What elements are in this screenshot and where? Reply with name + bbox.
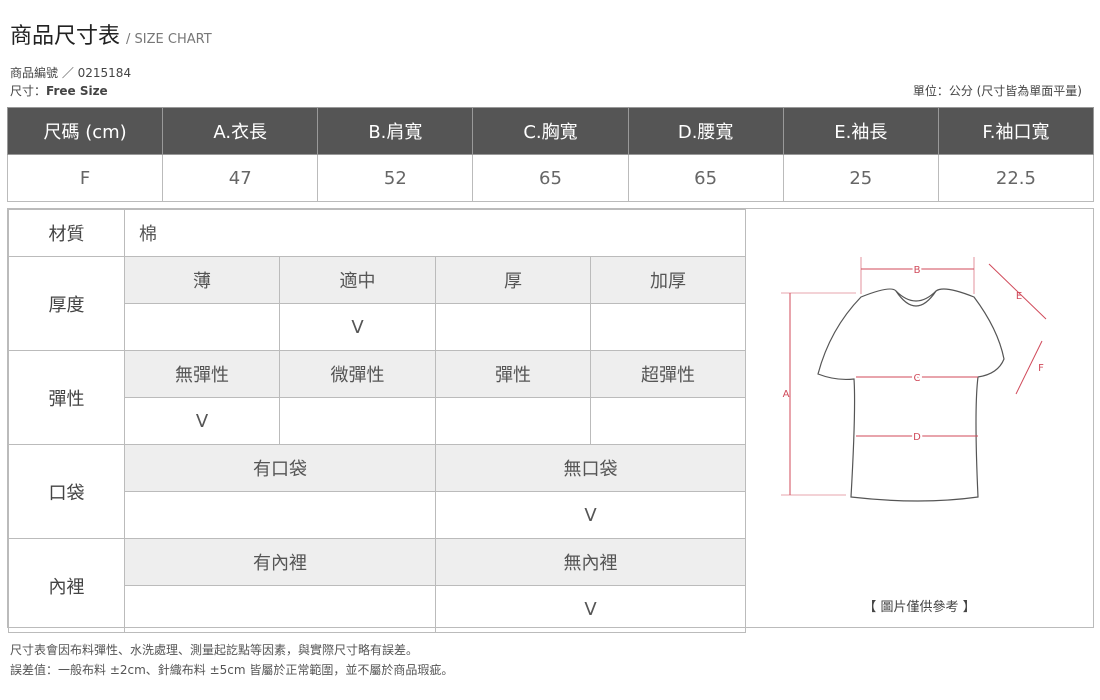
- attributes-table: 材質 棉 厚度 薄 適中 厚 加厚 V 彈性 無彈性 微彈性 彈性 超彈性 V: [8, 209, 746, 633]
- table-cell: 47: [162, 154, 319, 202]
- elasticity-label: 彈性: [8, 350, 125, 445]
- column-header: F.袖口寬: [937, 107, 1095, 155]
- size-table: 尺碼 (cm) A.衣長 B.肩寬 C.胸寬 D.腰寬 E.袖長 F.袖口寬 F…: [6, 107, 1095, 202]
- lining-option: 有內裡: [124, 538, 436, 586]
- elasticity-option: 微彈性: [279, 350, 436, 398]
- thickness-mark: V: [279, 303, 436, 351]
- lining-label: 內裡: [8, 538, 125, 633]
- garment-diagram: A B C D E F: [781, 257, 1047, 502]
- material-label: 材質: [8, 209, 125, 257]
- lining-mark: V: [435, 585, 746, 633]
- pocket-options-row: 口袋 有口袋 無口袋: [8, 444, 746, 539]
- pocket-mark: V: [435, 491, 746, 539]
- measure-labels: A B C D E F: [783, 263, 1045, 445]
- elasticity-mark: V: [124, 397, 280, 445]
- elasticity-mark: [590, 397, 746, 445]
- measure-b-label: B: [914, 265, 921, 276]
- table-cell: 52: [317, 154, 474, 202]
- tshirt-outline-icon: [817, 288, 1005, 502]
- elasticity-mark: [435, 397, 591, 445]
- elasticity-marks-row: V: [9, 397, 746, 445]
- thickness-options-row: 厚度 薄 適中 厚 加厚: [8, 256, 746, 351]
- size-info: 尺寸：Free Size: [10, 82, 108, 100]
- thickness-option: 適中: [279, 256, 436, 304]
- table-cell: 65: [627, 154, 784, 202]
- thickness-label: 厚度: [8, 256, 125, 351]
- lining-option: 無內裡: [435, 538, 746, 586]
- measure-a-label: A: [783, 389, 790, 400]
- thickness-mark: [590, 303, 746, 351]
- header: 商品尺寸表 / SIZE CHART 商品編號 ／ 0215184 尺寸：Fre…: [10, 18, 1082, 100]
- table-cell: 25: [782, 154, 939, 202]
- size-table-header: 尺碼 (cm) A.衣長 B.肩寬 C.胸寬 D.腰寬 E.袖長 F.袖口寬: [6, 107, 1095, 155]
- material-value: 棉: [124, 209, 746, 257]
- footer-note: 尺寸表會因布料彈性、水洗處理、測量起訖點等因素，與實際尺寸略有誤差。: [10, 643, 419, 657]
- page-subtitle: / SIZE CHART: [126, 32, 212, 47]
- thickness-mark: [124, 303, 280, 351]
- lining-marks-row: V: [9, 585, 746, 633]
- thickness-mark: [435, 303, 591, 351]
- measure-d-label: D: [913, 432, 921, 443]
- page-title: 商品尺寸表: [10, 24, 121, 49]
- image-caption: 【 圖片僅供參考 】: [863, 600, 976, 615]
- footer-notes: 尺寸表會因布料彈性、水洗處理、測量起訖點等因素，與實際尺寸略有誤差。 誤差值：一…: [10, 640, 453, 680]
- thickness-option: 薄: [124, 256, 280, 304]
- table-row: F 47 52 65 65 25 22.5: [6, 154, 1095, 202]
- detail-panel: 材質 棉 厚度 薄 適中 厚 加厚 V 彈性 無彈性 微彈性 彈性 超彈性 V: [7, 208, 1094, 633]
- column-header: B.肩寬: [317, 107, 474, 155]
- product-number: 商品編號 ／ 0215184: [10, 66, 132, 80]
- measure-f-label: F: [1038, 363, 1044, 374]
- measure-lines: [781, 257, 1047, 496]
- thickness-option: 加厚: [590, 256, 746, 304]
- table-cell: F: [6, 154, 164, 202]
- lining-mark: [124, 585, 436, 633]
- elasticity-option: 超彈性: [590, 350, 746, 398]
- column-header: A.衣長: [162, 107, 319, 155]
- size-value: Free Size: [46, 84, 108, 98]
- pocket-label: 口袋: [8, 444, 125, 539]
- size-label: 尺寸：: [10, 84, 47, 98]
- elasticity-option: 無彈性: [124, 350, 280, 398]
- garment-diagram-area: A B C D E F 【 圖片僅供參考 】: [745, 209, 1093, 627]
- measure-e-line: [988, 263, 1047, 320]
- measure-e-label: E: [1016, 291, 1022, 302]
- thickness-option: 厚: [435, 256, 591, 304]
- elasticity-option: 彈性: [435, 350, 591, 398]
- elasticity-options-row: 彈性 無彈性 微彈性 彈性 超彈性: [8, 350, 746, 445]
- pocket-mark: [124, 491, 436, 539]
- material-row: 材質 棉: [8, 209, 746, 257]
- measure-f-line: [1015, 340, 1043, 395]
- table-cell: 65: [472, 154, 629, 202]
- column-header: E.袖長: [782, 107, 939, 155]
- column-header: D.腰寬: [627, 107, 784, 155]
- elasticity-mark: [279, 397, 436, 445]
- measure-c-label: C: [914, 373, 921, 384]
- column-header: C.胸寬: [472, 107, 629, 155]
- pocket-option: 無口袋: [435, 444, 746, 492]
- column-header: 尺碼 (cm): [6, 107, 164, 155]
- lining-options-row: 內裡 有內裡 無內裡: [8, 538, 746, 633]
- unit-note: 單位：公分 (尺寸皆為單面平量): [912, 84, 1082, 98]
- footer-note: 誤差值：一般布料 ±2cm、針織布料 ±5cm 皆屬於正常範圍，並不屬於商品瑕疵…: [10, 663, 454, 677]
- pocket-option: 有口袋: [124, 444, 436, 492]
- table-cell: 22.5: [937, 154, 1095, 202]
